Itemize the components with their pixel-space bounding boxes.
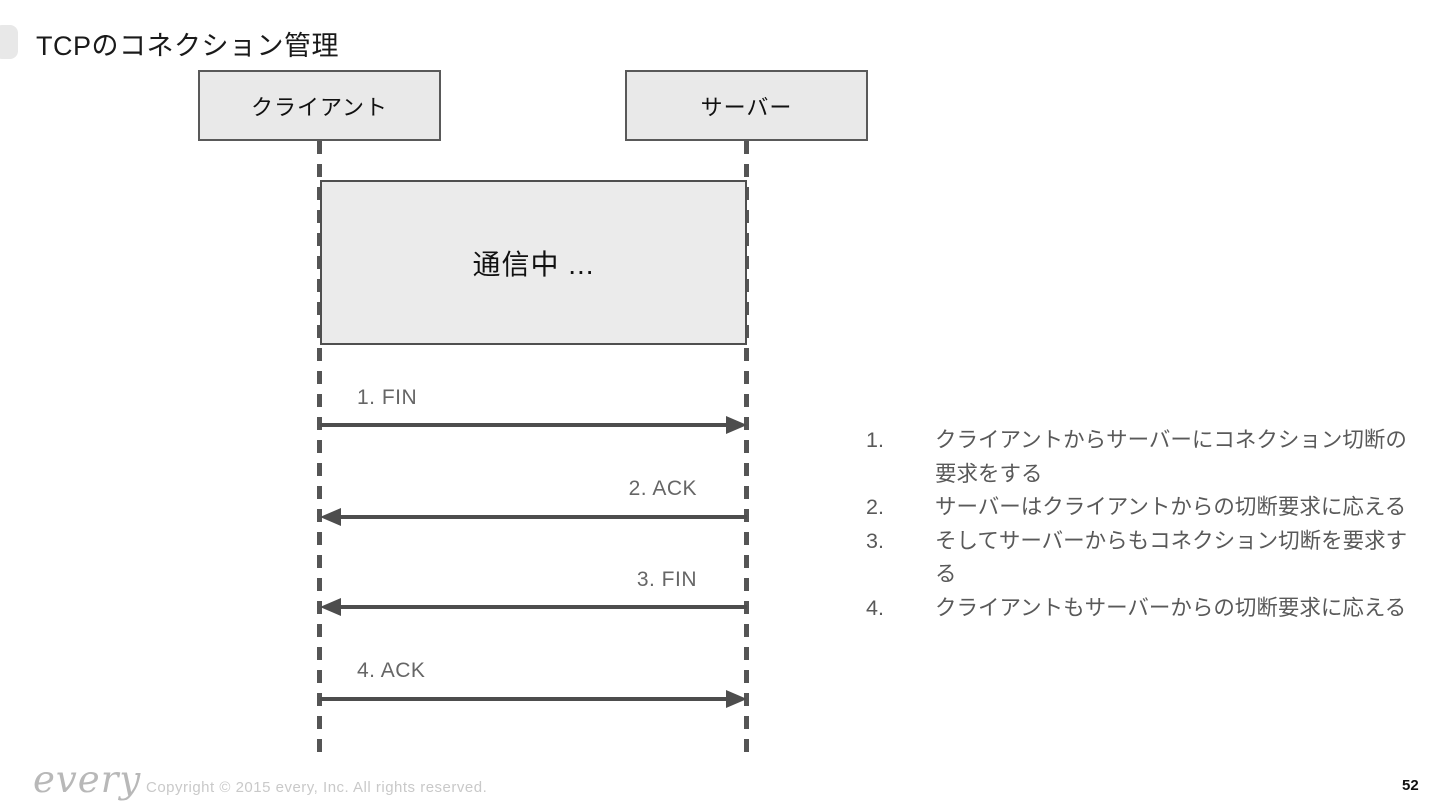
actor-box-client: クライアント bbox=[198, 70, 441, 141]
list-item-text: そしてサーバーからもコネクション切断を要求する bbox=[935, 528, 1408, 587]
message-arrow-ack-4 bbox=[320, 689, 747, 709]
title-accent-tab bbox=[0, 25, 18, 59]
list-item: 2. サーバーはクライアントからの切断要求に応える bbox=[866, 491, 1409, 525]
message-label-fin-3: 3. FIN bbox=[636, 568, 697, 591]
activity-box: 通信中 ... bbox=[320, 180, 747, 345]
arrow-shaft bbox=[335, 515, 747, 519]
slide-title: TCPのコネクション管理 bbox=[36, 31, 339, 61]
arrow-shaft bbox=[320, 697, 732, 701]
explanation-list: 1. クライアントからサーバーにコネクション切断の要求をする 2. サーバーはク… bbox=[866, 424, 1409, 625]
actor-label-client: クライアント bbox=[250, 94, 389, 120]
message-label-fin-1: 1. FIN bbox=[357, 386, 418, 409]
list-item: 3. そしてサーバーからもコネクション切断を要求する bbox=[866, 525, 1409, 592]
list-item-number: 1. bbox=[866, 428, 884, 452]
every-logo: every bbox=[33, 758, 142, 801]
actor-label-server: サーバー bbox=[700, 94, 793, 120]
arrowhead-left-icon bbox=[320, 508, 341, 526]
list-item-number: 4. bbox=[866, 595, 884, 620]
message-label-ack-4: 4. ACK bbox=[357, 659, 426, 682]
list-item-number: 3. bbox=[866, 528, 884, 553]
actor-box-server: サーバー bbox=[625, 70, 868, 141]
lifeline-server bbox=[744, 141, 749, 762]
list-item: 1. クライアントからサーバーにコネクション切断の要求をする bbox=[866, 424, 1409, 491]
list-item-number: 2. bbox=[866, 495, 884, 519]
lifeline-client bbox=[317, 141, 322, 762]
list-item-text: クライアントもサーバーからの切断要求に応える bbox=[935, 595, 1407, 620]
arrowhead-right-icon bbox=[726, 416, 747, 434]
message-arrow-ack-2 bbox=[320, 507, 747, 527]
list-item-text: クライアントからサーバーにコネクション切断の要求をする bbox=[935, 428, 1407, 486]
list-item: 4. クライアントもサーバーからの切断要求に応える bbox=[866, 592, 1409, 626]
arrow-shaft bbox=[320, 423, 732, 427]
list-item-text: サーバーはクライアントからの切断要求に応える bbox=[935, 495, 1407, 519]
arrow-shaft bbox=[335, 605, 747, 609]
message-arrow-fin-1 bbox=[320, 415, 747, 435]
message-arrow-fin-3 bbox=[320, 597, 747, 617]
copyright-text: Copyright © 2015 every, Inc. All rights … bbox=[146, 779, 488, 796]
arrowhead-left-icon bbox=[320, 598, 341, 616]
activity-label: 通信中 ... bbox=[472, 248, 595, 280]
page-number: 52 bbox=[1402, 777, 1419, 794]
message-label-ack-2: 2. ACK bbox=[628, 477, 697, 500]
arrowhead-right-icon bbox=[726, 690, 747, 708]
